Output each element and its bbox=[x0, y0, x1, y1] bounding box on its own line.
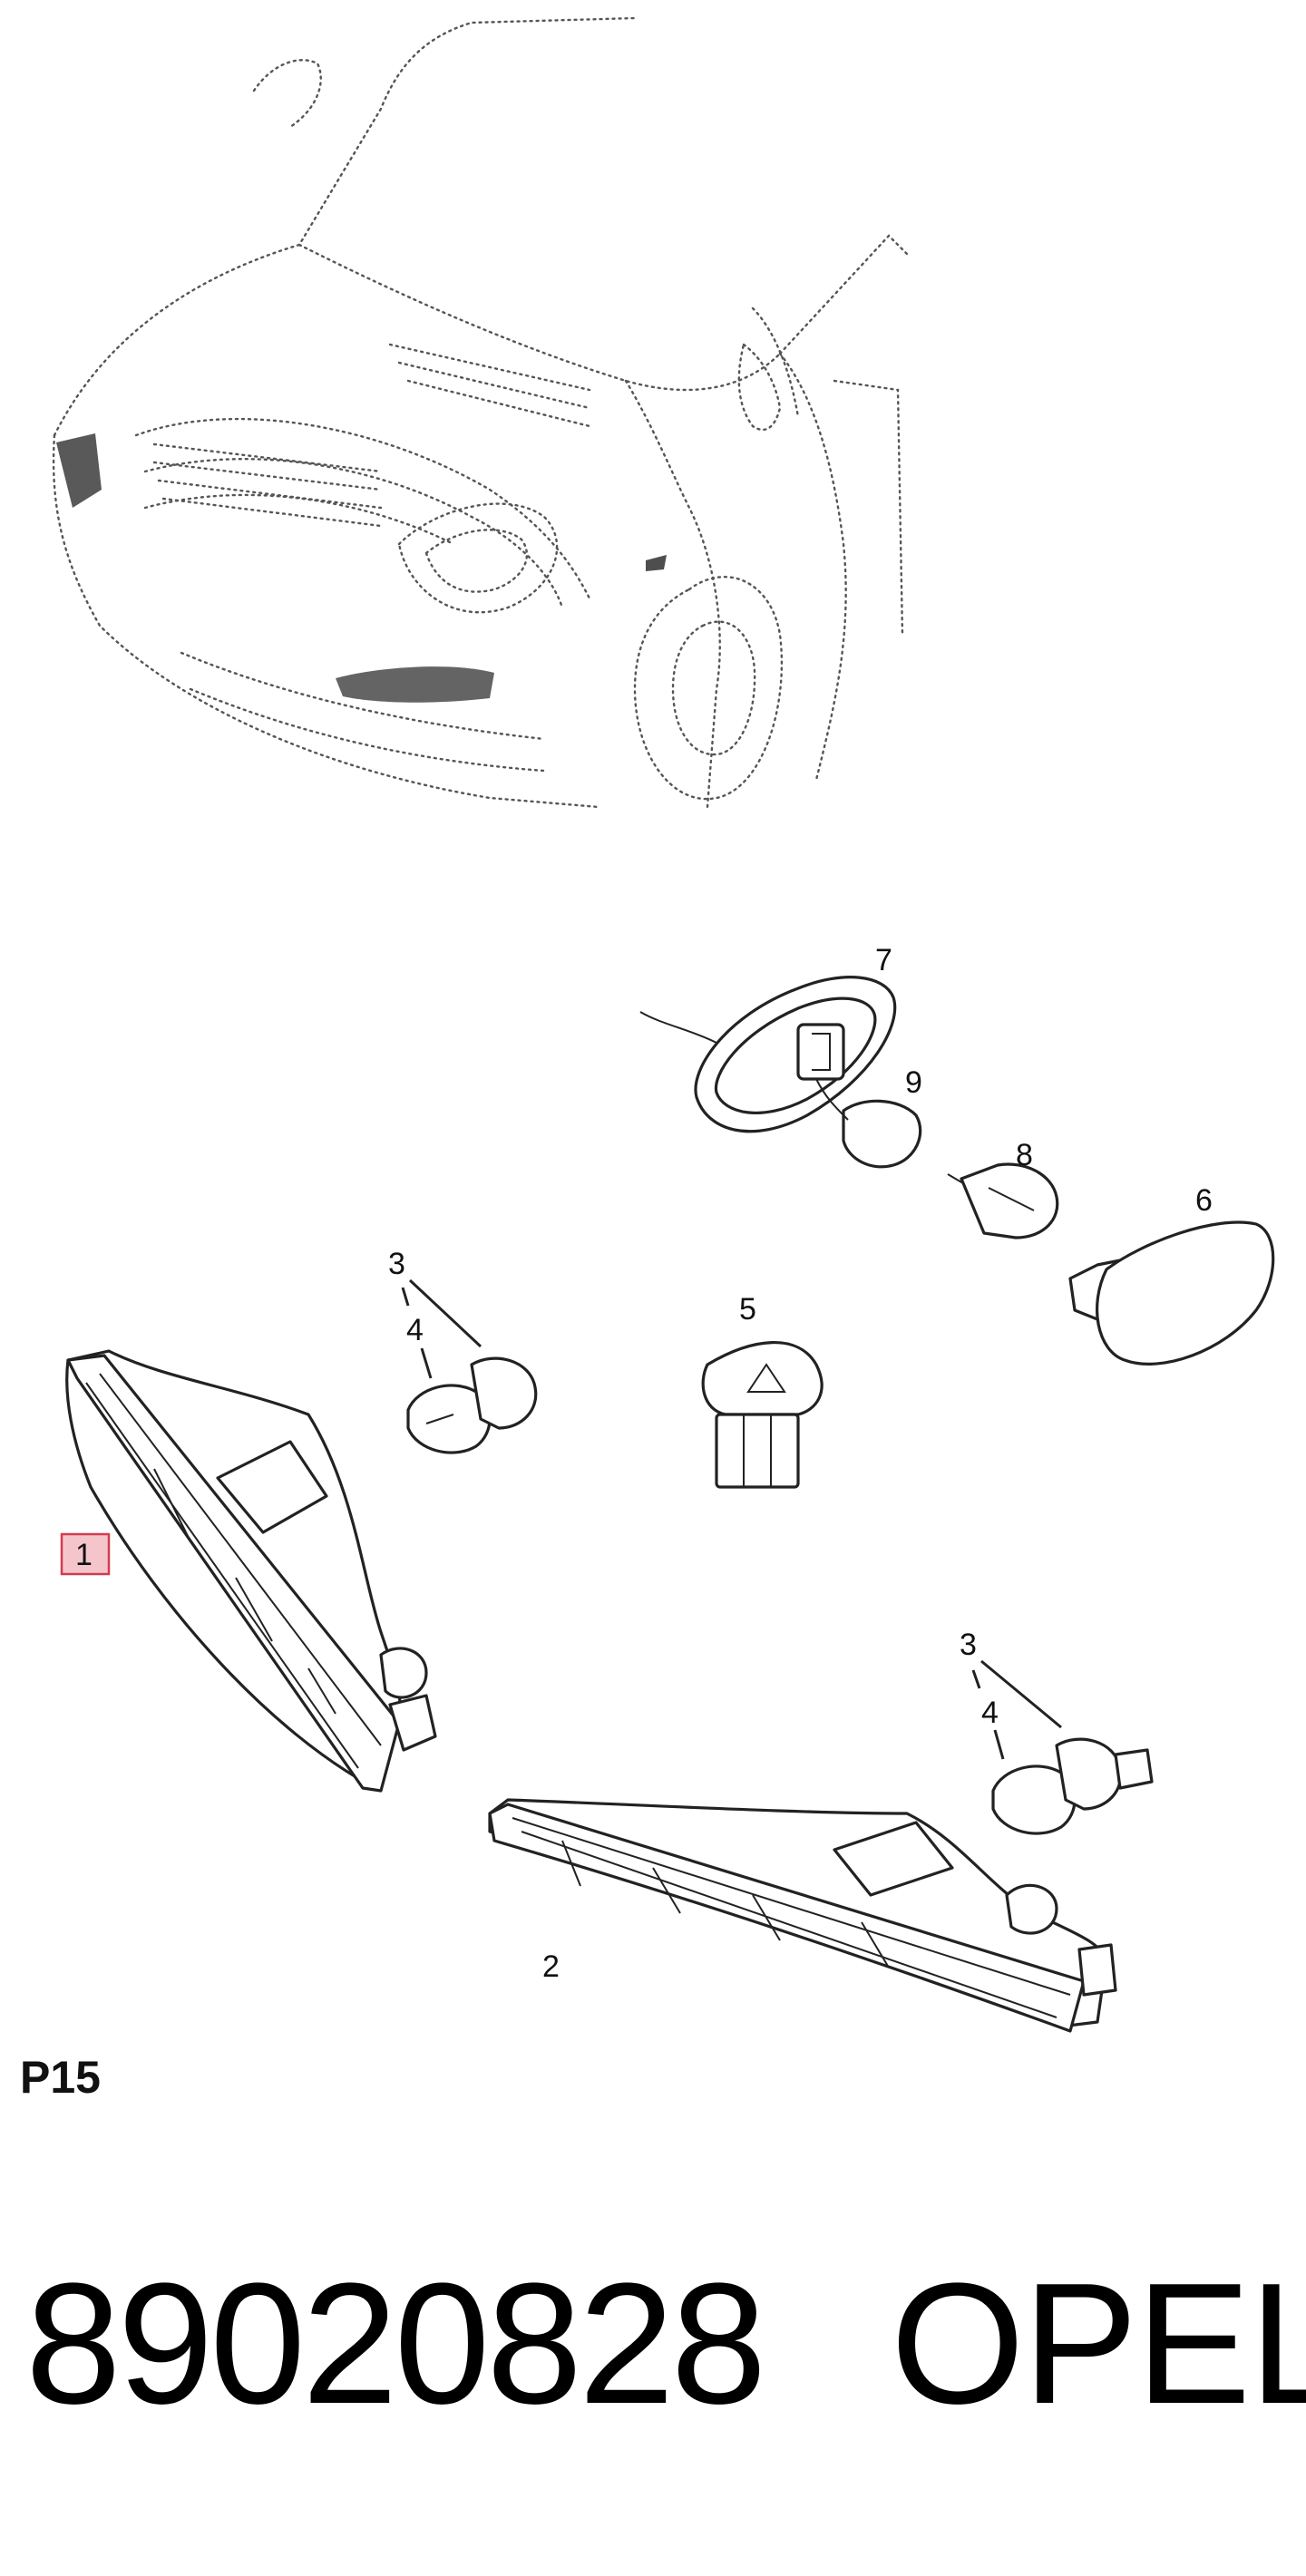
hazard-switch-part-5: 5 bbox=[701, 1292, 824, 1489]
page-code: P15 bbox=[20, 2052, 101, 2103]
callout-1: 1 bbox=[75, 1538, 93, 1572]
side-repeater-part-6: 6 bbox=[1068, 1183, 1275, 1366]
highlight-box bbox=[60, 1532, 111, 1576]
brand-name: OPEL bbox=[891, 2248, 1306, 2440]
callout-3-upper: 3 bbox=[388, 1247, 405, 1281]
callout-2: 2 bbox=[542, 1949, 560, 1984]
callout-7: 7 bbox=[875, 943, 892, 977]
callout-5: 5 bbox=[739, 1292, 756, 1327]
part-number: 89020828 bbox=[25, 2248, 766, 2440]
callout-8: 8 bbox=[1016, 1138, 1033, 1172]
callout-4-lower: 4 bbox=[981, 1696, 999, 1730]
socket-part-9: 9 bbox=[796, 1023, 922, 1169]
bulb-socket-assembly-upper: 3 4 bbox=[388, 1247, 538, 1454]
bulb-part-8: 8 bbox=[947, 1138, 1059, 1239]
vehicle-front-illustration bbox=[52, 16, 909, 809]
front-lamp-right-part-2: 2 bbox=[488, 1798, 1117, 2033]
front-lamp-left-part-1: 1 bbox=[60, 1349, 437, 1793]
callout-9: 9 bbox=[905, 1065, 922, 1100]
callout-4-upper: 4 bbox=[406, 1313, 424, 1347]
callout-6: 6 bbox=[1195, 1183, 1213, 1218]
bulb-socket-assembly-lower: 3 4 bbox=[960, 1628, 1154, 1835]
callout-3-lower: 3 bbox=[960, 1628, 977, 1662]
